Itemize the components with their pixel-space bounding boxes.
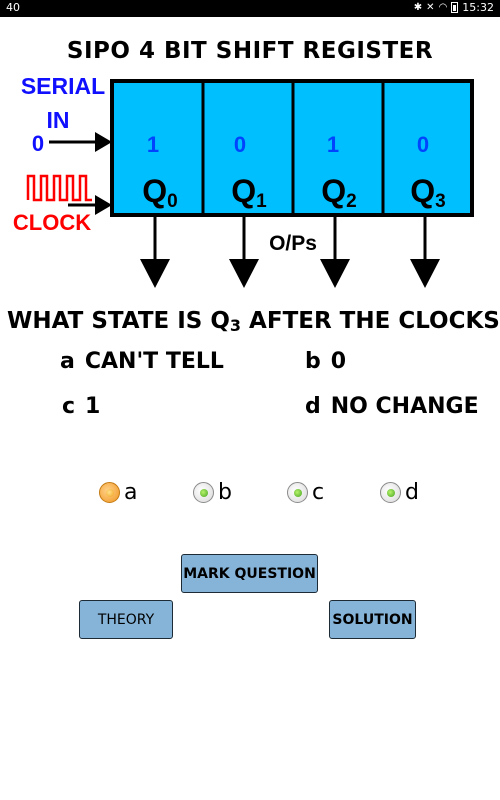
option-d: d NO CHANGE xyxy=(305,394,479,419)
radio-label: c xyxy=(312,480,325,505)
clock-arrow xyxy=(68,195,112,215)
status-icons: ✱ ✕ ◠ 15:32 xyxy=(414,1,494,14)
wifi-icon: ◠ xyxy=(438,2,448,13)
option-a: a CAN'T TELL xyxy=(60,349,224,374)
battery-icon xyxy=(451,2,459,13)
question-subscript: 3 xyxy=(229,316,242,335)
diagram-title: SIPO 4 BIT SHIFT REGISTER xyxy=(66,38,434,64)
output-arrow-q2 xyxy=(320,215,350,288)
radio-checked-icon[interactable] xyxy=(99,482,120,503)
cell-bit-q3: 0 xyxy=(417,132,429,157)
solution-button[interactable]: SOLUTION xyxy=(329,600,416,639)
clock-label: CLOCK xyxy=(13,210,91,235)
cell-name-q0: Q0 xyxy=(142,173,177,212)
cell-bit-q0: 1 xyxy=(147,132,159,157)
option-text: NO CHANGE xyxy=(330,394,479,419)
question-text: WHAT STATE IS Q3 AFTER THE CLOCKS xyxy=(7,308,500,335)
radio-answer-c[interactable]: c xyxy=(287,480,324,505)
option-key: c xyxy=(62,394,76,419)
serial-in-label-1: SERIAL xyxy=(21,73,105,99)
mute-icon: ✕ xyxy=(426,2,435,13)
serial-in-value: 0 xyxy=(32,131,44,156)
clock-waveform-icon xyxy=(26,174,92,202)
radio-unchecked-icon[interactable] xyxy=(193,482,214,503)
radio-unchecked-icon[interactable] xyxy=(380,482,401,503)
cell-bit-q1: 0 xyxy=(234,132,246,157)
bluetooth-icon: ✱ xyxy=(413,2,423,13)
radio-label: b xyxy=(218,480,232,505)
theory-button[interactable]: THEORY xyxy=(79,600,173,639)
shift-register-diagram: SERIAL IN 0 CLOCK 1 0 1 0 Q0 Q1 Q2 Q3 xyxy=(13,73,474,288)
option-text: 0 xyxy=(330,349,347,374)
radio-label: d xyxy=(405,480,419,505)
radio-unchecked-icon[interactable] xyxy=(287,482,308,503)
output-arrow-q1 xyxy=(229,215,259,288)
cell-bit-q2: 1 xyxy=(327,132,339,157)
serial-in-arrow xyxy=(49,132,112,152)
status-bar: 40 ✱ ✕ ◠ 15:32 xyxy=(0,0,500,17)
status-time: 15:32 xyxy=(462,1,494,14)
option-key: a xyxy=(60,349,75,374)
radio-answer-a[interactable]: a xyxy=(99,480,137,505)
option-text: CAN'T TELL xyxy=(84,349,224,374)
radio-answer-d[interactable]: d xyxy=(380,480,419,505)
cell-name-q1: Q1 xyxy=(231,173,267,212)
option-text: 1 xyxy=(85,394,101,419)
question-text-before: WHAT STATE IS Q xyxy=(7,308,230,334)
option-key: b xyxy=(305,349,321,374)
cell-name-q3: Q3 xyxy=(410,173,445,212)
option-key: d xyxy=(305,394,321,419)
output-arrow-q0 xyxy=(140,215,170,288)
outputs-label: O/Ps xyxy=(269,232,317,255)
output-arrow-q3 xyxy=(410,215,440,288)
mark-question-button[interactable]: MARK QUESTION xyxy=(181,554,318,593)
serial-in-label-2: IN xyxy=(47,107,70,133)
cell-name-q2: Q2 xyxy=(321,173,356,212)
question-text-after: AFTER THE CLOCKS xyxy=(241,308,500,334)
radio-answer-b[interactable]: b xyxy=(193,480,232,505)
radio-label: a xyxy=(124,480,138,505)
answer-radio-group: a b c d xyxy=(0,480,500,510)
status-left-text: 40 xyxy=(6,1,20,14)
